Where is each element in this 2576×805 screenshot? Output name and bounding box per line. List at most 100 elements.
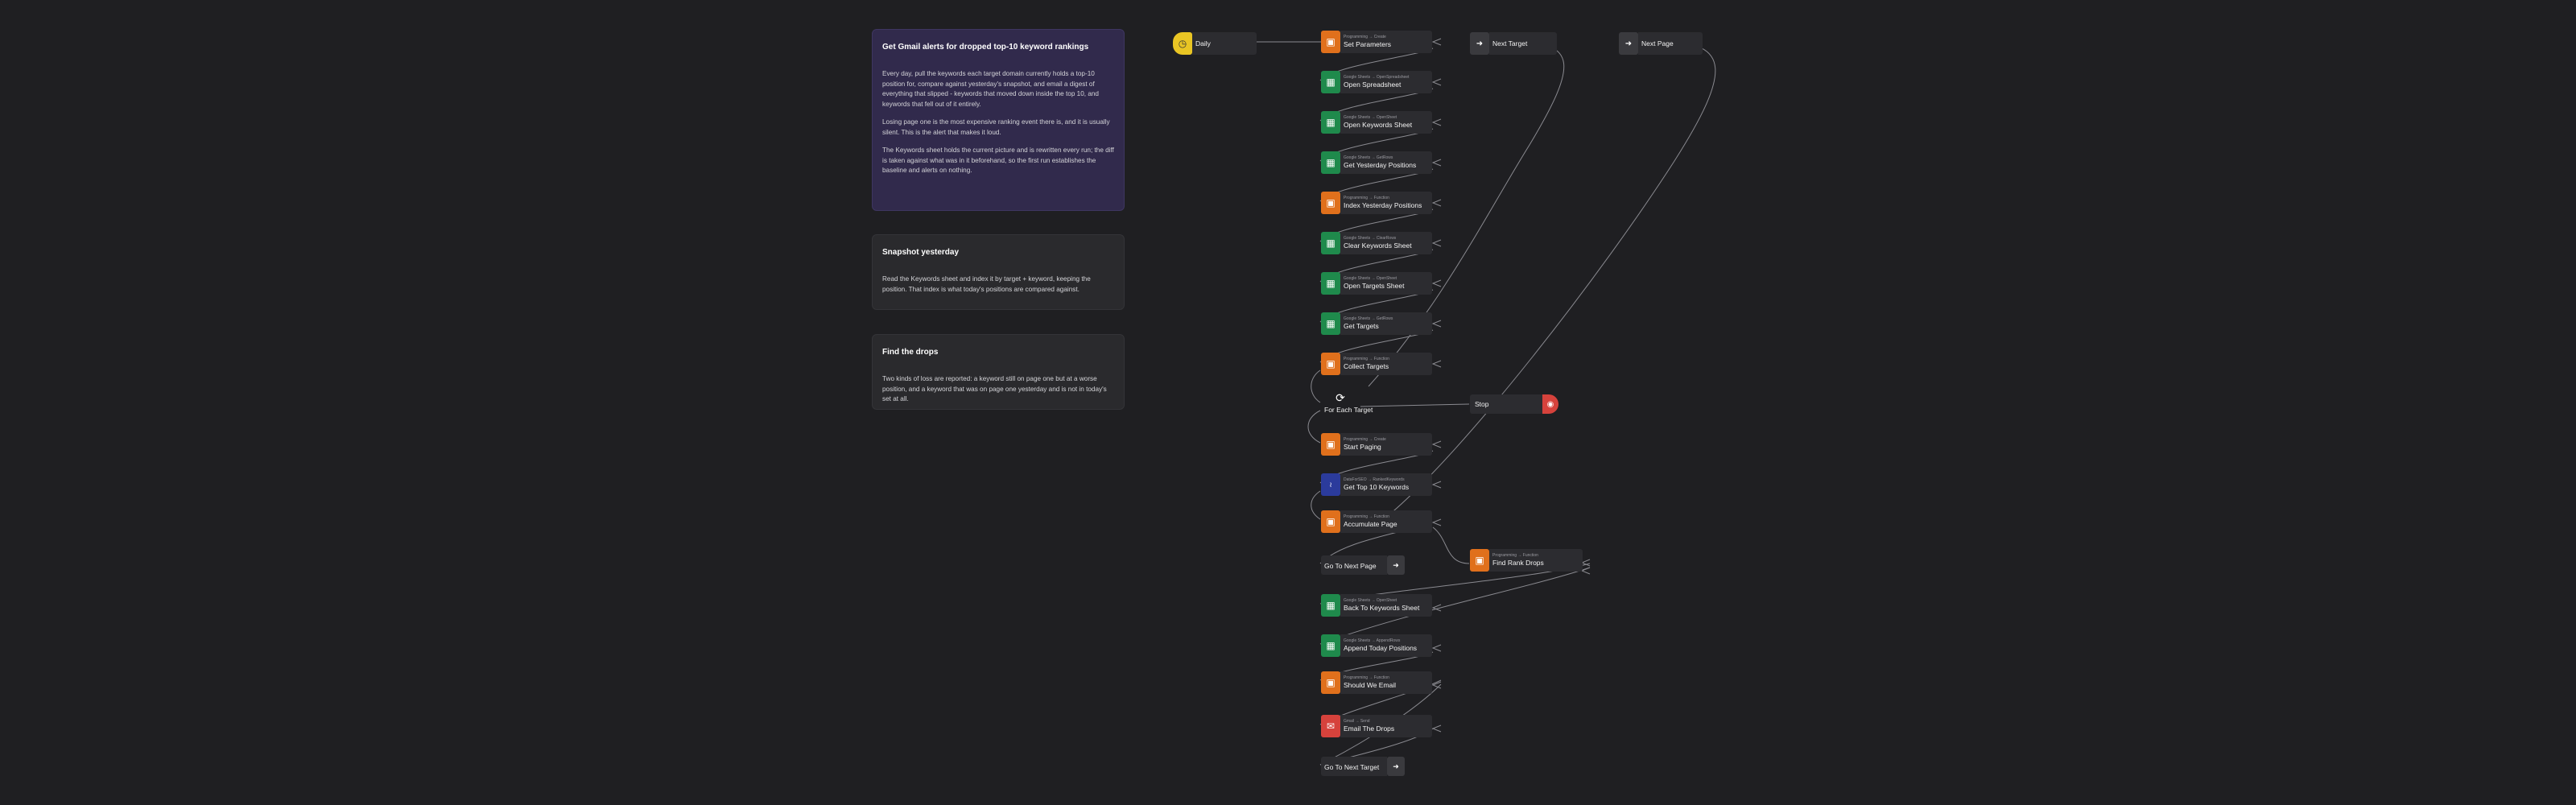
node-label: Collect Targets	[1344, 362, 1389, 370]
node-sub: Google Sheets → GetRows	[1344, 155, 1393, 160]
node-label: Stop	[1475, 400, 1489, 408]
node-collect-targets[interactable]: ▣ Programming → Function Collect Targets	[1321, 353, 1432, 375]
note-paragraph: Every day, pull the keywords each target…	[882, 70, 1099, 108]
function-icon: ▣	[1321, 433, 1340, 456]
loop-icon: ⟳	[1335, 390, 1345, 404]
node-index-yesterday-positions[interactable]: ▣ Programming → Function Index Yesterday…	[1321, 192, 1432, 214]
note-main: Get Gmail alerts for dropped top-10 keyw…	[872, 29, 1125, 211]
function-icon: ▣	[1321, 671, 1340, 694]
node-back-to-keywords-sheet[interactable]: ▦ Google Sheets → OpenSheet Back To Keyw…	[1321, 594, 1432, 617]
function-icon: ▣	[1321, 353, 1340, 375]
spreadsheet-icon: ▦	[1321, 312, 1340, 335]
node-label: Accumulate Page	[1344, 520, 1397, 528]
node-sub: Google Sheets → OpenSheet	[1344, 115, 1397, 120]
arrow-head	[1431, 644, 1442, 652]
spreadsheet-icon: ▦	[1321, 272, 1340, 295]
node-label: Go To Next Target	[1324, 763, 1380, 771]
node-label: Email The Drops	[1344, 724, 1395, 733]
node-label: Should We Email	[1344, 681, 1397, 689]
node-should-we-email[interactable]: ▣ Programming → Function Should We Email	[1321, 671, 1432, 694]
node-label: Next Page	[1641, 39, 1674, 47]
node-open-keywords-sheet[interactable]: ▦ Google Sheets → OpenSheet Open Keyword…	[1321, 111, 1432, 134]
function-icon: ▣	[1321, 510, 1340, 533]
spreadsheet-icon: ▦	[1321, 232, 1340, 254]
node-daily[interactable]: ◷ Daily	[1173, 32, 1257, 55]
node-sub: Google Sheets → ClearRows	[1344, 236, 1397, 241]
node-sub: Programming → Function	[1344, 675, 1389, 680]
node-sub: Programming → Function	[1344, 196, 1389, 200]
spreadsheet-icon: ▦	[1321, 151, 1340, 174]
spreadsheet-icon: ▦	[1321, 71, 1340, 93]
function-icon: ▣	[1321, 192, 1340, 214]
node-sub: Programming → Function	[1344, 514, 1389, 519]
node-start-paging[interactable]: ▣ Programming → Create Start Paging	[1321, 433, 1432, 456]
stop-icon: ◉	[1542, 394, 1558, 414]
arrow-head	[1431, 604, 1442, 612]
edge	[1307, 410, 1321, 444]
node-label: Open Targets Sheet	[1344, 282, 1405, 290]
node-label: Back To Keywords Sheet	[1344, 604, 1420, 612]
arrow-head	[1431, 724, 1442, 733]
node-label: For Each Target	[1324, 406, 1373, 414]
node-stop[interactable]: Stop ◉	[1470, 394, 1558, 417]
note-paragraph: Two kinds of loss are reported: a keywor…	[882, 375, 1107, 402]
node-get-yesterday-positions[interactable]: ▦ Google Sheets → GetRows Get Yesterday …	[1321, 151, 1432, 174]
node-email-the-drops[interactable]: ✉ Gmail → Send Email The Drops	[1321, 715, 1432, 737]
edge	[1360, 403, 1470, 407]
note-paragraph: The Keywords sheet holds the current pic…	[882, 147, 1114, 174]
function-icon: ▣	[1321, 31, 1340, 53]
node-sub: Google Sheets → GetRows	[1344, 316, 1393, 321]
dataforseo-icon: ≀	[1321, 473, 1340, 496]
node-label: Open Keywords Sheet	[1344, 121, 1413, 129]
node-label: Get Yesterday Positions	[1344, 161, 1417, 169]
node-sub: Google Sheets → OpenSheet	[1344, 598, 1397, 603]
node-find-rank-drops[interactable]: ▣ Programming → Function Find Rank Drops	[1470, 549, 1583, 572]
node-label: Get Targets	[1344, 322, 1379, 330]
node-label: Daily	[1195, 39, 1211, 47]
spreadsheet-icon: ▦	[1321, 634, 1340, 657]
note-title: Find the drops	[882, 348, 939, 357]
arrow-head	[1431, 118, 1442, 126]
gmail-icon: ✉	[1321, 715, 1340, 737]
node-get-targets[interactable]: ▦ Google Sheets → GetRows Get Targets	[1321, 312, 1432, 335]
node-next-page[interactable]: ➜ Next Page	[1619, 32, 1703, 55]
arrow-right-icon: ➜	[1387, 757, 1405, 776]
node-accumulate-page[interactable]: ▣ Programming → Function Accumulate Page	[1321, 510, 1432, 533]
node-sub: Google Sheets → AppendRows	[1344, 638, 1401, 643]
node-sub: Programming → Create	[1344, 437, 1386, 442]
arrow-right-icon: ➜	[1470, 32, 1489, 55]
arrow-head	[1431, 360, 1442, 368]
edge	[1432, 526, 1470, 564]
node-get-top10-keywords[interactable]: ≀ DataForSEO → RankedKeywords Get Top 10…	[1321, 473, 1432, 496]
node-next-target[interactable]: ➜ Next Target	[1470, 32, 1557, 55]
node-clear-keywords-sheet[interactable]: ▦ Google Sheets → ClearRows Clear Keywor…	[1321, 232, 1432, 254]
note-title: Get Gmail alerts for dropped top-10 keyw…	[882, 43, 1089, 52]
note-paragraph: Read the Keywords sheet and index it by …	[882, 275, 1091, 293]
edge	[1388, 41, 1716, 516]
edge	[1319, 567, 1591, 645]
note-snapshot: Snapshot yesterday Read the Keywords she…	[872, 234, 1125, 310]
arrow-head	[1431, 681, 1442, 689]
clock-icon: ◷	[1173, 32, 1192, 55]
spreadsheet-icon: ▦	[1321, 594, 1340, 617]
arrow-head	[1431, 159, 1442, 167]
node-label: Next Target	[1492, 39, 1528, 47]
node-label: Index Yesterday Positions	[1344, 201, 1422, 209]
node-for-each-target[interactable]: ⟳ For Each Target	[1321, 390, 1373, 415]
node-go-to-next-page[interactable]: Go To Next Page ➜	[1321, 555, 1405, 578]
note-title: Snapshot yesterday	[882, 248, 960, 257]
arrow-head	[1431, 78, 1442, 86]
note-find-drops: Find the drops Two kinds of loss are rep…	[872, 334, 1125, 410]
node-open-spreadsheet[interactable]: ▦ Google Sheets → OpenSpreadsheet Open S…	[1321, 71, 1432, 93]
node-label: Set Parameters	[1344, 40, 1392, 48]
node-append-today-positions[interactable]: ▦ Google Sheets → AppendRows Append Toda…	[1321, 634, 1432, 657]
node-label: Clear Keywords Sheet	[1344, 242, 1412, 250]
node-sub: Programming → Function	[1344, 357, 1389, 361]
node-go-to-next-target[interactable]: Go To Next Target ➜	[1321, 757, 1405, 779]
arrow-head	[1431, 199, 1442, 207]
node-label: Get Top 10 Keywords	[1344, 483, 1410, 491]
node-set-parameters[interactable]: ▣ Programming → Create Set Parameters	[1321, 31, 1432, 53]
node-sub: Programming → Create	[1344, 35, 1386, 39]
node-open-targets-sheet[interactable]: ▦ Google Sheets → OpenSheet Open Targets…	[1321, 272, 1432, 295]
arrow-head	[1431, 239, 1442, 247]
